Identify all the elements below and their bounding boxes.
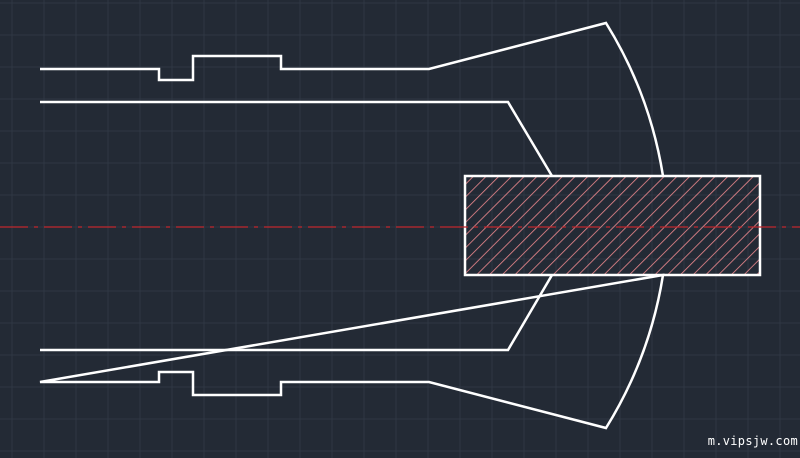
outer-profile (39, 21, 665, 430)
hatched-section (463, 174, 762, 277)
inner-bore (40, 100, 554, 352)
watermark-text: m.vipsjw.com (707, 434, 798, 448)
